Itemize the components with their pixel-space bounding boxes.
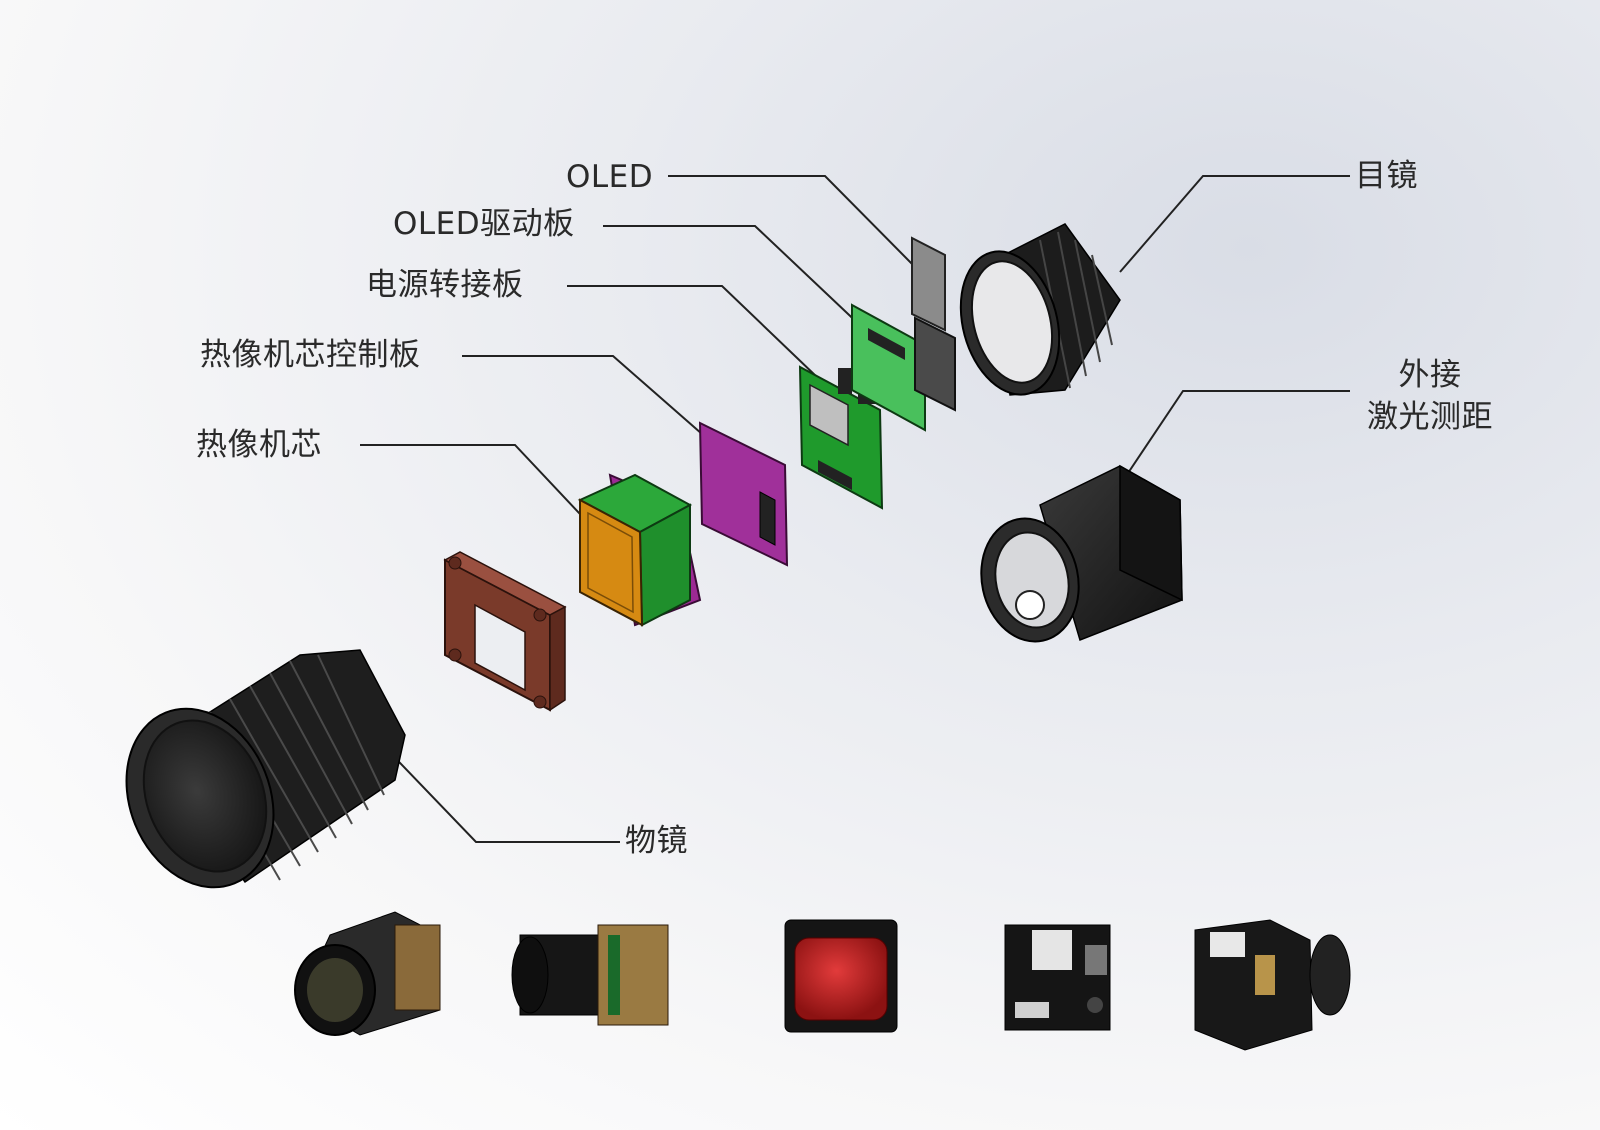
photo-thermal-module-with-lens <box>294 911 441 1036</box>
leader-lines <box>360 175 1350 843</box>
label-rangefinder-line1: 外接 <box>1398 357 1462 393</box>
core-control-board-part <box>698 421 789 567</box>
label-core-control: 热像机芯控制板 <box>200 337 421 373</box>
label-thermal-core: 热像机芯 <box>196 427 322 463</box>
eyepiece-part <box>959 223 1121 396</box>
objective-lens-part <box>125 649 406 889</box>
leader-rangefinder <box>1111 390 1350 498</box>
label-rangefinder: 外接 激光测距 <box>1360 355 1500 439</box>
leader-core-control <box>462 355 719 449</box>
label-oled: OLED <box>566 159 654 195</box>
leader-eyepiece <box>1119 175 1350 273</box>
laser-rangefinder-part <box>980 464 1183 643</box>
bracket-part <box>443 551 567 712</box>
label-oled-driver: OLED驱动板 <box>393 206 575 242</box>
photo-thermal-module-side-view <box>511 924 669 1026</box>
leader-objective <box>377 739 620 843</box>
label-rangefinder-line2: 激光测距 <box>1367 398 1493 435</box>
photo-driver-board <box>1004 924 1111 1031</box>
leader-power-adapter <box>567 285 819 379</box>
leader-oled-driver <box>603 225 866 331</box>
photo-thermal-sensor-red-window <box>784 919 898 1033</box>
label-power-adapter: 电源转接板 <box>366 267 524 303</box>
oled-part <box>911 236 956 412</box>
label-eyepiece: 目镜 <box>1355 158 1418 194</box>
label-objective: 物镜 <box>625 823 688 859</box>
photo-assembled-module-board <box>1194 919 1351 1051</box>
thermal-core-part <box>577 473 702 627</box>
leader-oled <box>668 175 919 271</box>
leader-thermal-core <box>360 444 613 549</box>
oled-driver-board-part <box>851 303 926 432</box>
